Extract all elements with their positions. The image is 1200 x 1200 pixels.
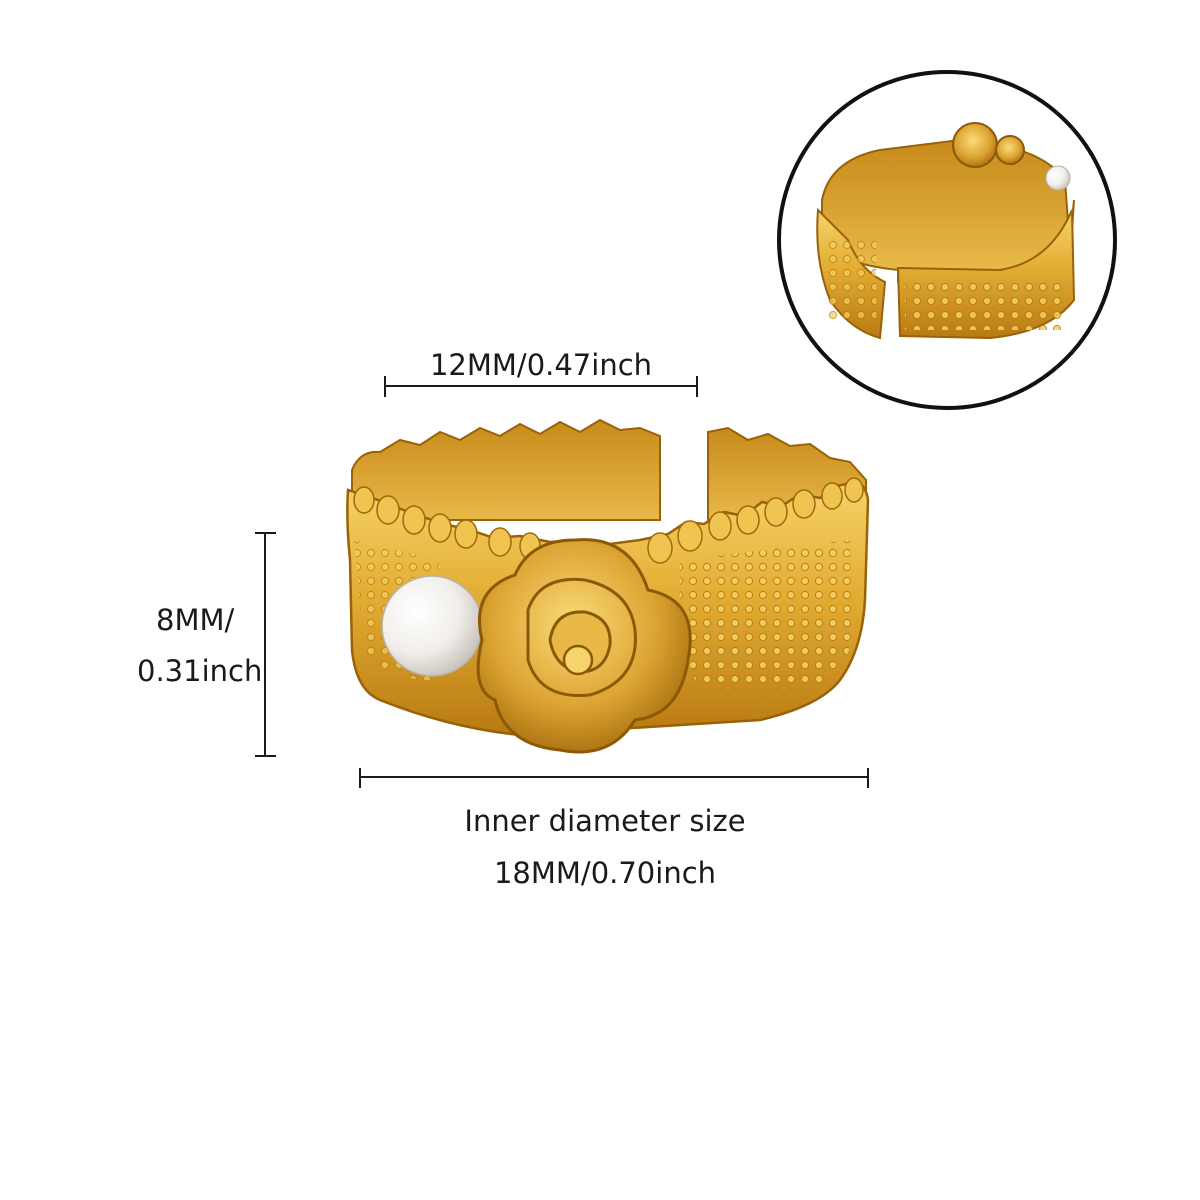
dimension-lines bbox=[255, 376, 869, 788]
rose bbox=[476, 538, 692, 754]
ring-texture bbox=[680, 540, 852, 690]
main-ring bbox=[346, 418, 870, 754]
edge-beads bbox=[353, 477, 864, 564]
height-label-line2: 0.31inch bbox=[137, 654, 263, 688]
width-label: 12MM/0.47inch bbox=[429, 348, 653, 382]
ring-inner-left bbox=[351, 418, 661, 521]
inset-back-view bbox=[777, 70, 1117, 410]
pearl bbox=[381, 575, 483, 677]
inner-diameter-value: 18MM/0.70inch bbox=[493, 856, 717, 890]
height-label-line1: 8MM/ bbox=[156, 603, 235, 637]
inner-diameter-title: Inner diameter size bbox=[464, 804, 746, 838]
